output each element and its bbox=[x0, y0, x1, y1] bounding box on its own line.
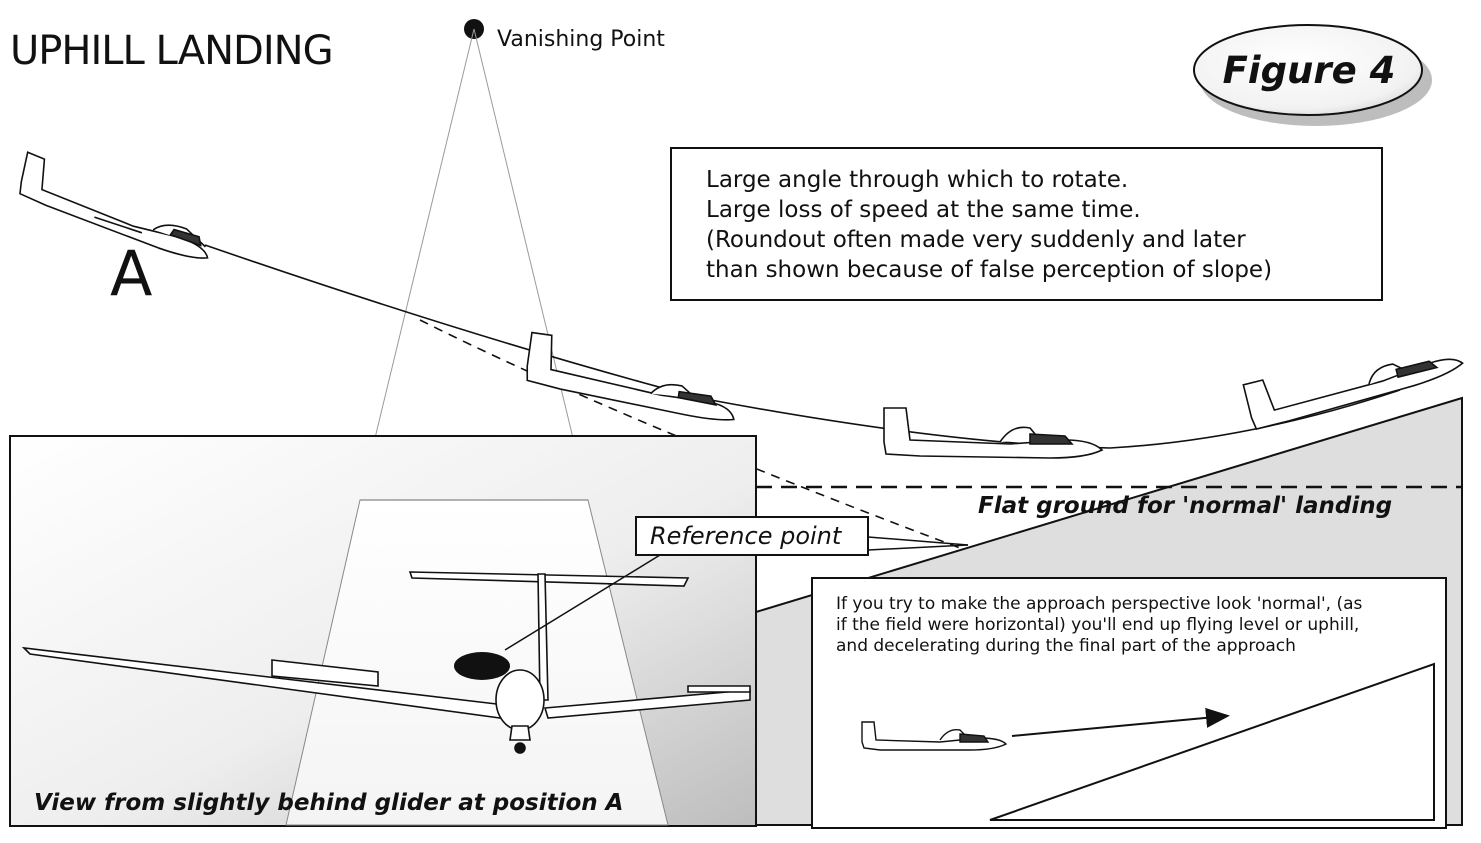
uphill-flight-path bbox=[204, 244, 1401, 449]
perspective-lines bbox=[359, 28, 589, 501]
info-line-3: (Roundout often made very suddenly and l… bbox=[706, 227, 1246, 253]
info-line-4: than shown because of false perception o… bbox=[706, 257, 1272, 283]
approach-note-line-2: if the field were horizontal) you'll end… bbox=[836, 615, 1359, 635]
info-line-1: Large angle through which to rotate. bbox=[706, 167, 1128, 193]
info-box: Large angle through which to rotate. Lar… bbox=[670, 147, 1383, 301]
glider-3 bbox=[883, 407, 1104, 459]
normal-approach-path bbox=[419, 319, 961, 549]
glider-2 bbox=[526, 331, 735, 421]
approach-arrow bbox=[1011, 707, 1230, 737]
glider-position-a bbox=[19, 151, 209, 259]
flat-ground-label: Flat ground for 'normal' landing bbox=[978, 493, 1392, 519]
info-line-2: Large loss of speed at the same time. bbox=[706, 197, 1141, 223]
reference-point-label: Reference point bbox=[650, 522, 843, 550]
vanishing-point-label: Vanishing Point bbox=[497, 27, 665, 52]
small-slope bbox=[989, 662, 1435, 821]
position-a-label: A bbox=[110, 237, 152, 310]
figure-label: Figure 4 bbox=[1223, 49, 1396, 92]
inset-caption: View from slightly behind glider at posi… bbox=[34, 790, 623, 816]
small-glider bbox=[861, 721, 1008, 751]
page-title: UPHILL LANDING bbox=[10, 28, 333, 74]
reference-point-spot bbox=[454, 652, 510, 680]
reference-point-callout: Reference point bbox=[635, 516, 969, 556]
glider-4 bbox=[1242, 358, 1464, 430]
approach-note-line-1: If you try to make the approach perspect… bbox=[836, 594, 1363, 614]
approach-note-box: If you try to make the approach perspect… bbox=[811, 577, 1447, 829]
glider-rear-view bbox=[21, 571, 751, 754]
figure-badge: Figure 4 bbox=[1193, 24, 1432, 126]
approach-note-line-3: and decelerating during the final part o… bbox=[836, 636, 1296, 656]
cockpit-view-inset: View from slightly behind glider at posi… bbox=[9, 435, 757, 827]
